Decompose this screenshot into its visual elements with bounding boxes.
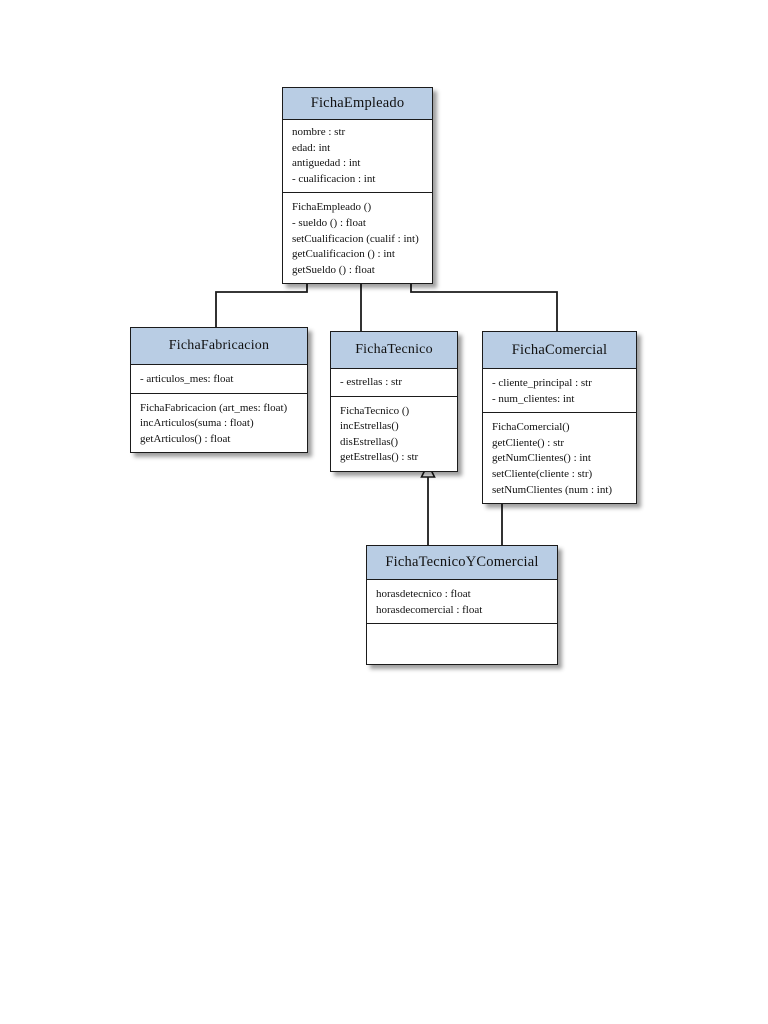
operation-item: getCualificacion () : int <box>292 248 395 261</box>
attribute-item: - estrellas : str <box>340 376 403 388</box>
attributes-compartment-ficha-tecnico-y-comercial: horasdetecnico : float horasdecomercial … <box>367 580 557 625</box>
attribute-item: horasdetecnico : float <box>376 588 471 600</box>
operation-item: incArticulos(suma : float) <box>140 417 254 430</box>
class-name-ficha-empleado: FichaEmpleado <box>283 88 432 120</box>
attribute-item: horasdecomercial : float <box>376 603 483 616</box>
operations-compartment-ficha-tecnico-y-comercial <box>367 624 557 665</box>
operations-compartment-ficha-empleado: FichaEmpleado () - sueldo () : float set… <box>283 193 432 284</box>
attribute-item: - cualificacion : int <box>292 172 376 185</box>
operation-item: setNumClientes (num : int) <box>492 483 613 496</box>
operations-compartment-ficha-fabricacion: FichaFabricacion (art_mes: float) incArt… <box>131 393 307 453</box>
operation-item: getArticulos() : float <box>140 432 231 445</box>
class-name-ficha-fabricacion: FichaFabricacion <box>131 328 307 365</box>
class-box-ficha-tecnico[interactable]: FichaTecnico - estrellas : str FichaTecn… <box>330 331 458 473</box>
attributes-compartment-ficha-fabricacion: - articulos_mes: float <box>131 365 307 394</box>
operation-item: setCualificacion (cualif : int) <box>292 232 419 245</box>
operation-item: disEstrellas() <box>340 435 399 448</box>
class-name-ficha-comercial: FichaComercial <box>483 332 636 369</box>
attribute-item: - articulos_mes: float <box>140 373 234 385</box>
operation-item: getSueldo () : float <box>292 263 375 276</box>
operation-item: setCliente(cliente : str) <box>492 468 593 481</box>
class-name-ficha-tecnico-y-comercial: FichaTecnicoYComercial <box>367 546 557 580</box>
attributes-compartment-ficha-empleado: nombre : str edad: int antiguedad : int … <box>283 120 432 194</box>
attribute-item: antiguedad : int <box>292 157 361 170</box>
attribute-item: edad: int <box>292 141 331 154</box>
class-box-ficha-comercial[interactable]: FichaComercial - cliente_principal : str… <box>482 331 637 505</box>
operation-item: getNumClientes() : int <box>492 452 591 465</box>
operation-item: incEstrellas() <box>340 420 399 433</box>
operation-item: FichaFabricacion (art_mes: float) <box>140 401 288 414</box>
attributes-compartment-ficha-comercial: - cliente_principal : str - num_clientes… <box>483 369 636 414</box>
operation-item: getCliente() : str <box>492 436 565 449</box>
operation-item: FichaTecnico () <box>340 404 410 417</box>
attribute-item: - num_clientes: int <box>492 392 575 405</box>
operation-item: getEstrellas() : str <box>340 451 419 464</box>
class-box-ficha-tecnico-y-comercial[interactable]: FichaTecnicoYComercial horasdetecnico : … <box>366 545 558 666</box>
attribute-item: - cliente_principal : str <box>492 377 592 389</box>
operation-item: FichaComercial() <box>492 421 570 434</box>
class-box-ficha-fabricacion[interactable]: FichaFabricacion - articulos_mes: float … <box>130 327 308 454</box>
generalization-tecnicoycomercial-to-tecnico <box>420 462 436 545</box>
attributes-compartment-ficha-tecnico: - estrellas : str <box>331 369 457 397</box>
attribute-item: nombre : str <box>292 126 346 138</box>
operations-compartment-ficha-tecnico: FichaTecnico () incEstrellas() disEstrel… <box>331 396 457 472</box>
operations-compartment-ficha-comercial: FichaComercial() getCliente() : str getN… <box>483 413 636 504</box>
operation-item: - sueldo () : float <box>292 217 366 230</box>
operation-item: FichaEmpleado () <box>292 201 372 214</box>
class-name-ficha-tecnico: FichaTecnico <box>331 332 457 369</box>
class-box-ficha-empleado[interactable]: FichaEmpleado nombre : str edad: int ant… <box>282 87 433 285</box>
